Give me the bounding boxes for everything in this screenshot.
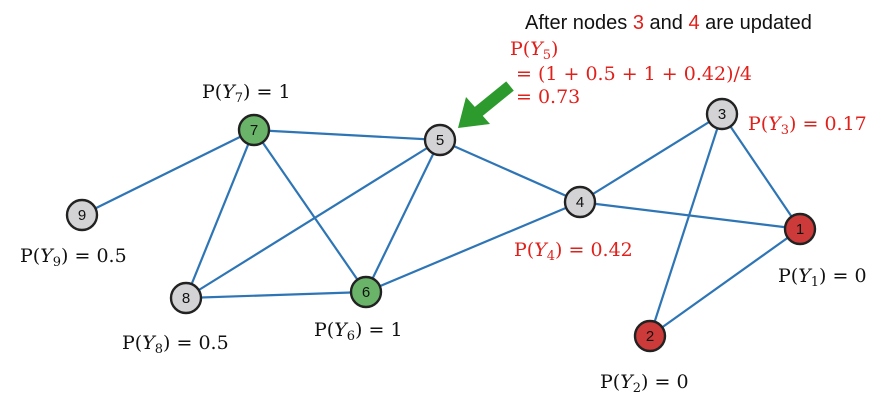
update-formula-line2: = 0.73 (516, 86, 580, 108)
prob-label-6: P(Y6) = 1 (314, 319, 403, 344)
node-6: 6 (349, 275, 383, 309)
prob-label-8: P(Y8) = 0.5 (122, 332, 229, 357)
node-label-7: 7 (250, 122, 258, 139)
node-circle-5 (423, 123, 457, 157)
edge-4-3 (579, 113, 723, 203)
node-circle-7 (237, 113, 271, 147)
prob-label-2: P(Y2) = 0 (600, 371, 689, 396)
node-label-4: 4 (576, 194, 584, 211)
node-label-3: 3 (718, 106, 726, 123)
edges-layer (81, 113, 801, 337)
node-label-1: 1 (796, 221, 804, 238)
caption-node-a: 3 (633, 12, 644, 34)
node-3: 3 (705, 97, 739, 131)
edge-3-1 (721, 113, 801, 230)
edge-2-1 (649, 228, 801, 337)
node-2: 2 (633, 319, 667, 353)
node-label-6: 6 (362, 284, 370, 301)
nodes-layer: 1 2 3 4 5 6 7 8 9 (65, 97, 817, 353)
edge-5-4 (439, 138, 581, 204)
update-formula-line1: = (1 + 0.5 + 1 + 0.42)/4 (516, 63, 752, 85)
node-4: 4 (563, 185, 597, 219)
node-circle-1 (783, 212, 817, 246)
node-5: 5 (423, 123, 457, 157)
node-circle-8 (169, 281, 203, 315)
node-circle-9 (65, 198, 99, 232)
node-circle-6 (349, 275, 383, 309)
caption-node-b: 4 (688, 12, 699, 34)
edge-6-4 (365, 200, 581, 294)
edge-7-8 (184, 129, 256, 299)
node-9: 9 (65, 198, 99, 232)
node-7: 7 (237, 113, 271, 147)
edge-8-6 (185, 290, 367, 300)
node-1: 1 (783, 212, 817, 246)
prob-label-3: P(Y3) = 0.17 (748, 113, 867, 138)
node-circle-3 (705, 97, 739, 131)
prob-label-7: P(Y7) = 1 (202, 81, 291, 106)
node-circle-4 (563, 185, 597, 219)
edge-3-2 (648, 113, 724, 337)
edge-9-7 (81, 129, 255, 216)
node-label-5: 5 (436, 132, 444, 149)
prob-label-9: P(Y9) = 0.5 (20, 245, 127, 270)
edge-5-6 (365, 139, 441, 293)
caption-text: After nodes 3 and 4 are updated (525, 12, 812, 34)
update-formula-head: P(Y5) (510, 38, 558, 63)
node-label-2: 2 (646, 328, 654, 345)
green-arrow-icon (458, 81, 514, 128)
node-8: 8 (169, 281, 203, 315)
labels-layer: P(Y1) = 0 P(Y2) = 0 P(Y3) = 0.17P(Y4) = 0.… (20, 81, 867, 396)
prob-label-1: P(Y1) = 0 (778, 265, 867, 290)
node-label-8: 8 (182, 290, 190, 307)
prob-label-4: P(Y4) = 0.42 (514, 239, 633, 264)
node-label-9: 9 (78, 207, 86, 224)
edge-7-5 (253, 128, 441, 142)
node-circle-2 (633, 319, 667, 353)
edge-5-8 (185, 139, 441, 299)
edge-7-6 (253, 129, 367, 293)
